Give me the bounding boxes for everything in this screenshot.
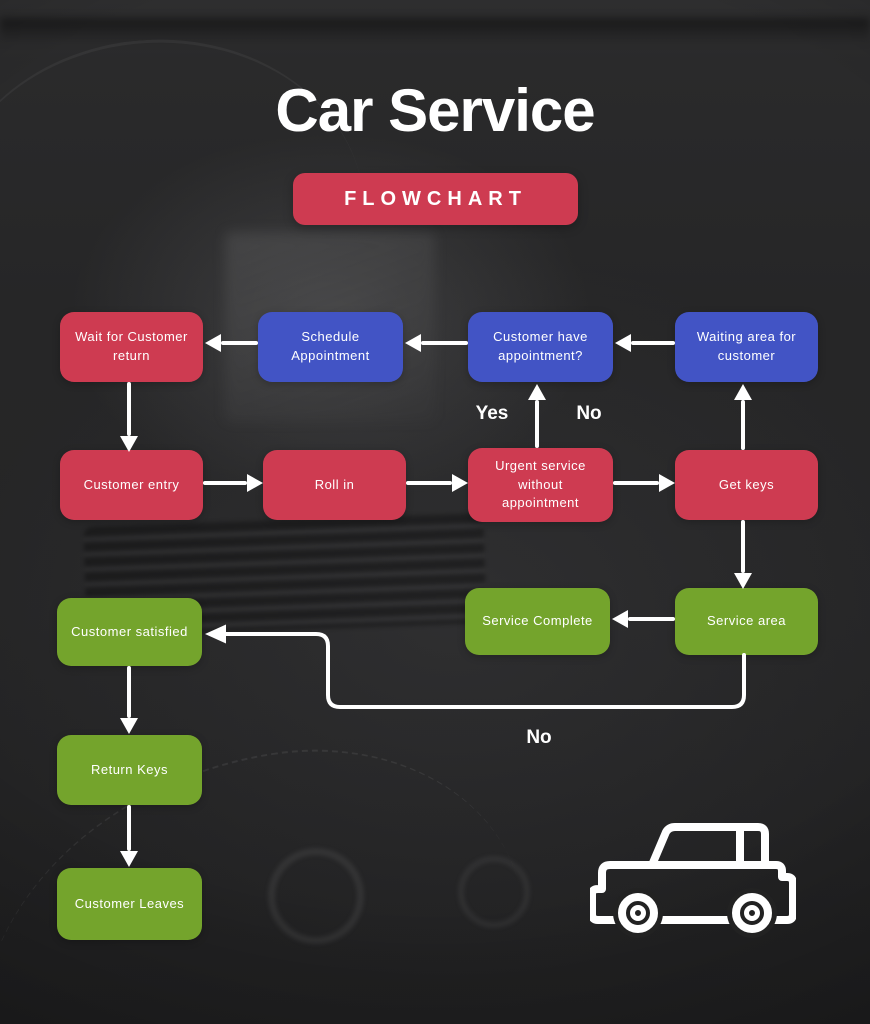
node-customer-entry: Customer entry [60, 450, 203, 520]
node-customer-satisfied: Customer satisfied [57, 598, 202, 666]
node-label: Customer satisfied [71, 623, 188, 639]
background-knob [458, 856, 530, 928]
flowchart-badge-label: FLOWCHART [344, 187, 527, 210]
node-label: Customer Leaves [74, 895, 185, 911]
node-label: Schedule Appointment [291, 329, 370, 363]
node-roll-in: Roll in [263, 450, 406, 520]
background-knob [268, 848, 364, 944]
node-customer-leaves: Customer Leaves [57, 868, 202, 940]
node-label: Service Complete [482, 613, 593, 629]
edge-label-yes: Yes [475, 403, 509, 424]
page-title: Car Service [275, 77, 595, 144]
edge-label-no-bottom: No [526, 727, 552, 748]
node-urgent-service-without-appointment: Urgent service without appointment [468, 448, 613, 522]
node-label: Get keys [718, 476, 775, 492]
edge-label-no: No [576, 403, 602, 424]
node-get-keys: Get keys [675, 450, 818, 520]
node-wait-for-customer-return: Wait for Customer return [60, 312, 203, 382]
node-customer-have-appointment: Customer have appointment? [468, 312, 613, 382]
node-schedule-appointment: Schedule Appointment [258, 312, 403, 382]
car-icon [588, 815, 797, 943]
node-label: Customer have appointment? [493, 329, 588, 363]
node-label: Waiting area for customer [696, 329, 797, 363]
node-service-complete: Service Complete [465, 588, 610, 655]
background-dashboard-edge [0, 18, 870, 44]
node-label: Wait for Customer return [75, 329, 188, 363]
node-waiting-area-for-customer: Waiting area for customer [675, 312, 818, 382]
node-return-keys: Return Keys [57, 735, 202, 805]
node-label: Urgent service without appointment [495, 457, 586, 511]
node-service-area: Service area [675, 588, 818, 655]
node-label: Return Keys [90, 761, 169, 777]
node-label: Roll in [314, 476, 355, 492]
node-label: Service area [707, 613, 786, 629]
flowchart-badge: FLOWCHART [293, 173, 578, 225]
node-label: Customer entry [83, 476, 180, 492]
